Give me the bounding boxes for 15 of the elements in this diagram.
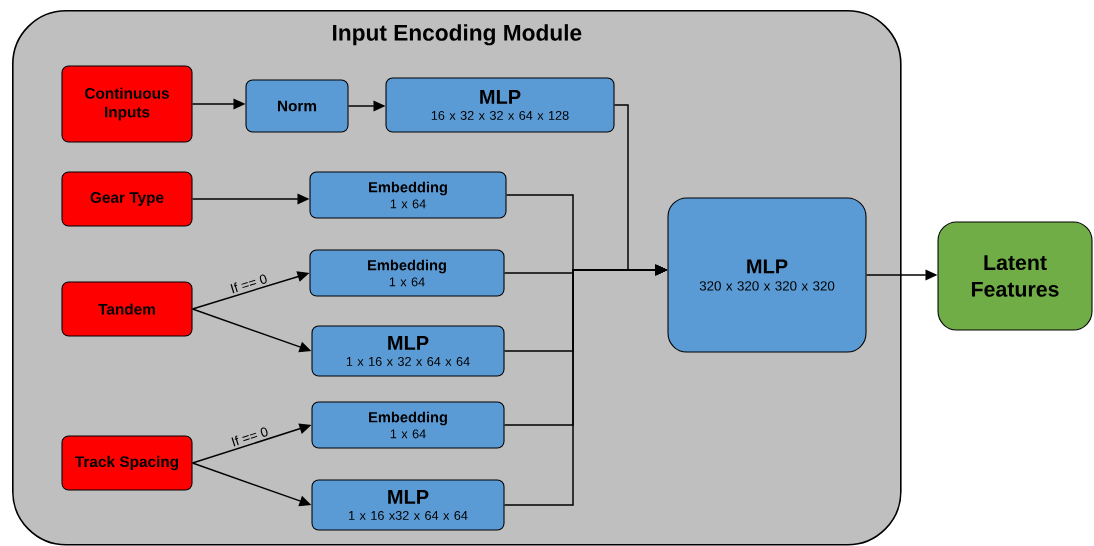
process-box: Embedding 1 x 64 — [309, 171, 507, 219]
process-box: Embedding 1 x 64 — [311, 401, 505, 449]
process-box: MLP 320 x 320 x 320 x 320 — [667, 197, 867, 353]
input-box: Tandem — [61, 281, 193, 337]
process-box: Norm — [245, 79, 349, 133]
edge-label: If == 0 — [228, 424, 271, 449]
process-box: MLP 1 x 16 x 32 x 64 x 64 — [311, 325, 505, 377]
process-box: Embedding 1 x 64 — [309, 249, 505, 297]
process-box: MLP 16 x 32 x 32 x 64 x 128 — [385, 77, 615, 133]
input-box: Track Spacing — [61, 435, 193, 491]
input-box: Gear Type — [61, 171, 193, 227]
output-box: Latent Features — [937, 221, 1093, 331]
process-box: MLP 1 x 16 x32 x 64 x 64 — [311, 479, 505, 531]
edge-label: If == 0 — [227, 271, 270, 296]
input-box: Continuous Inputs — [61, 65, 193, 143]
